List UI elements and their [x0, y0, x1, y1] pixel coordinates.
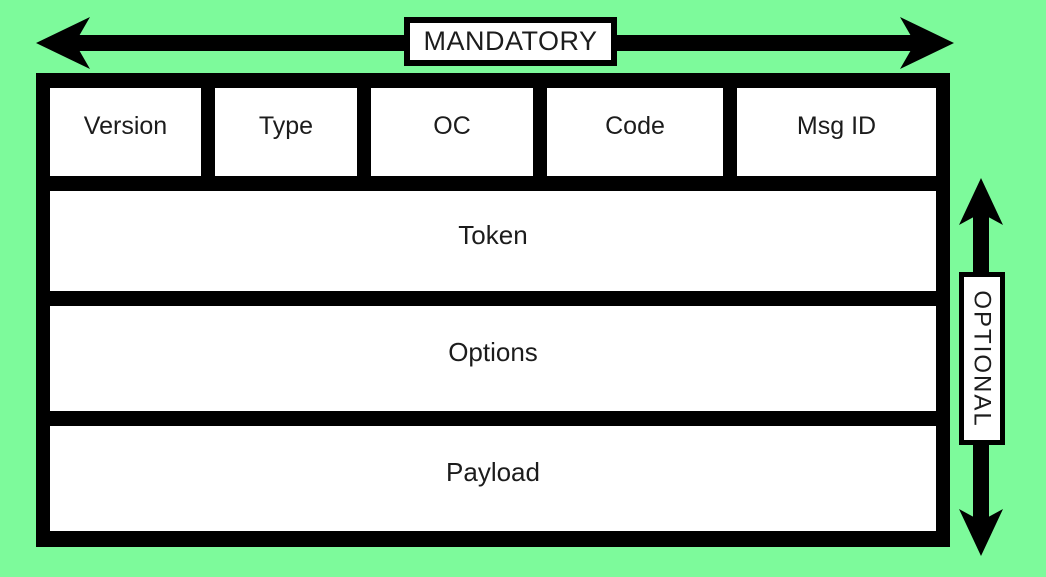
field-version: Version: [50, 88, 201, 176]
mandatory-label: MANDATORY: [423, 26, 598, 56]
field-oc: OC: [371, 88, 533, 176]
field-payload-label: Payload: [446, 457, 540, 487]
field-options: Options: [50, 306, 936, 411]
header-row: Version Type OC Code Msg ID: [50, 88, 936, 176]
message-structure-box: Version Type OC Code Msg ID Token Option…: [36, 73, 950, 547]
field-code: Code: [547, 88, 723, 176]
field-token-label: Token: [458, 219, 528, 250]
field-options-label: Options: [448, 337, 538, 367]
optional-label-box: OPTIONAL: [959, 272, 1005, 445]
mandatory-label-box: MANDATORY: [404, 17, 617, 66]
field-msg-id-label: Msg ID: [796, 111, 877, 140]
field-oc-label: OC: [433, 111, 471, 140]
field-version-label: Version: [83, 111, 168, 140]
field-code-label: Code: [605, 111, 665, 140]
field-msg-id: Msg ID: [737, 88, 936, 176]
field-token: Token: [50, 191, 936, 291]
field-type-label: Type: [258, 111, 314, 140]
field-payload: Payload: [50, 426, 936, 531]
field-type: Type: [215, 88, 357, 176]
optional-label: OPTIONAL: [969, 289, 997, 428]
